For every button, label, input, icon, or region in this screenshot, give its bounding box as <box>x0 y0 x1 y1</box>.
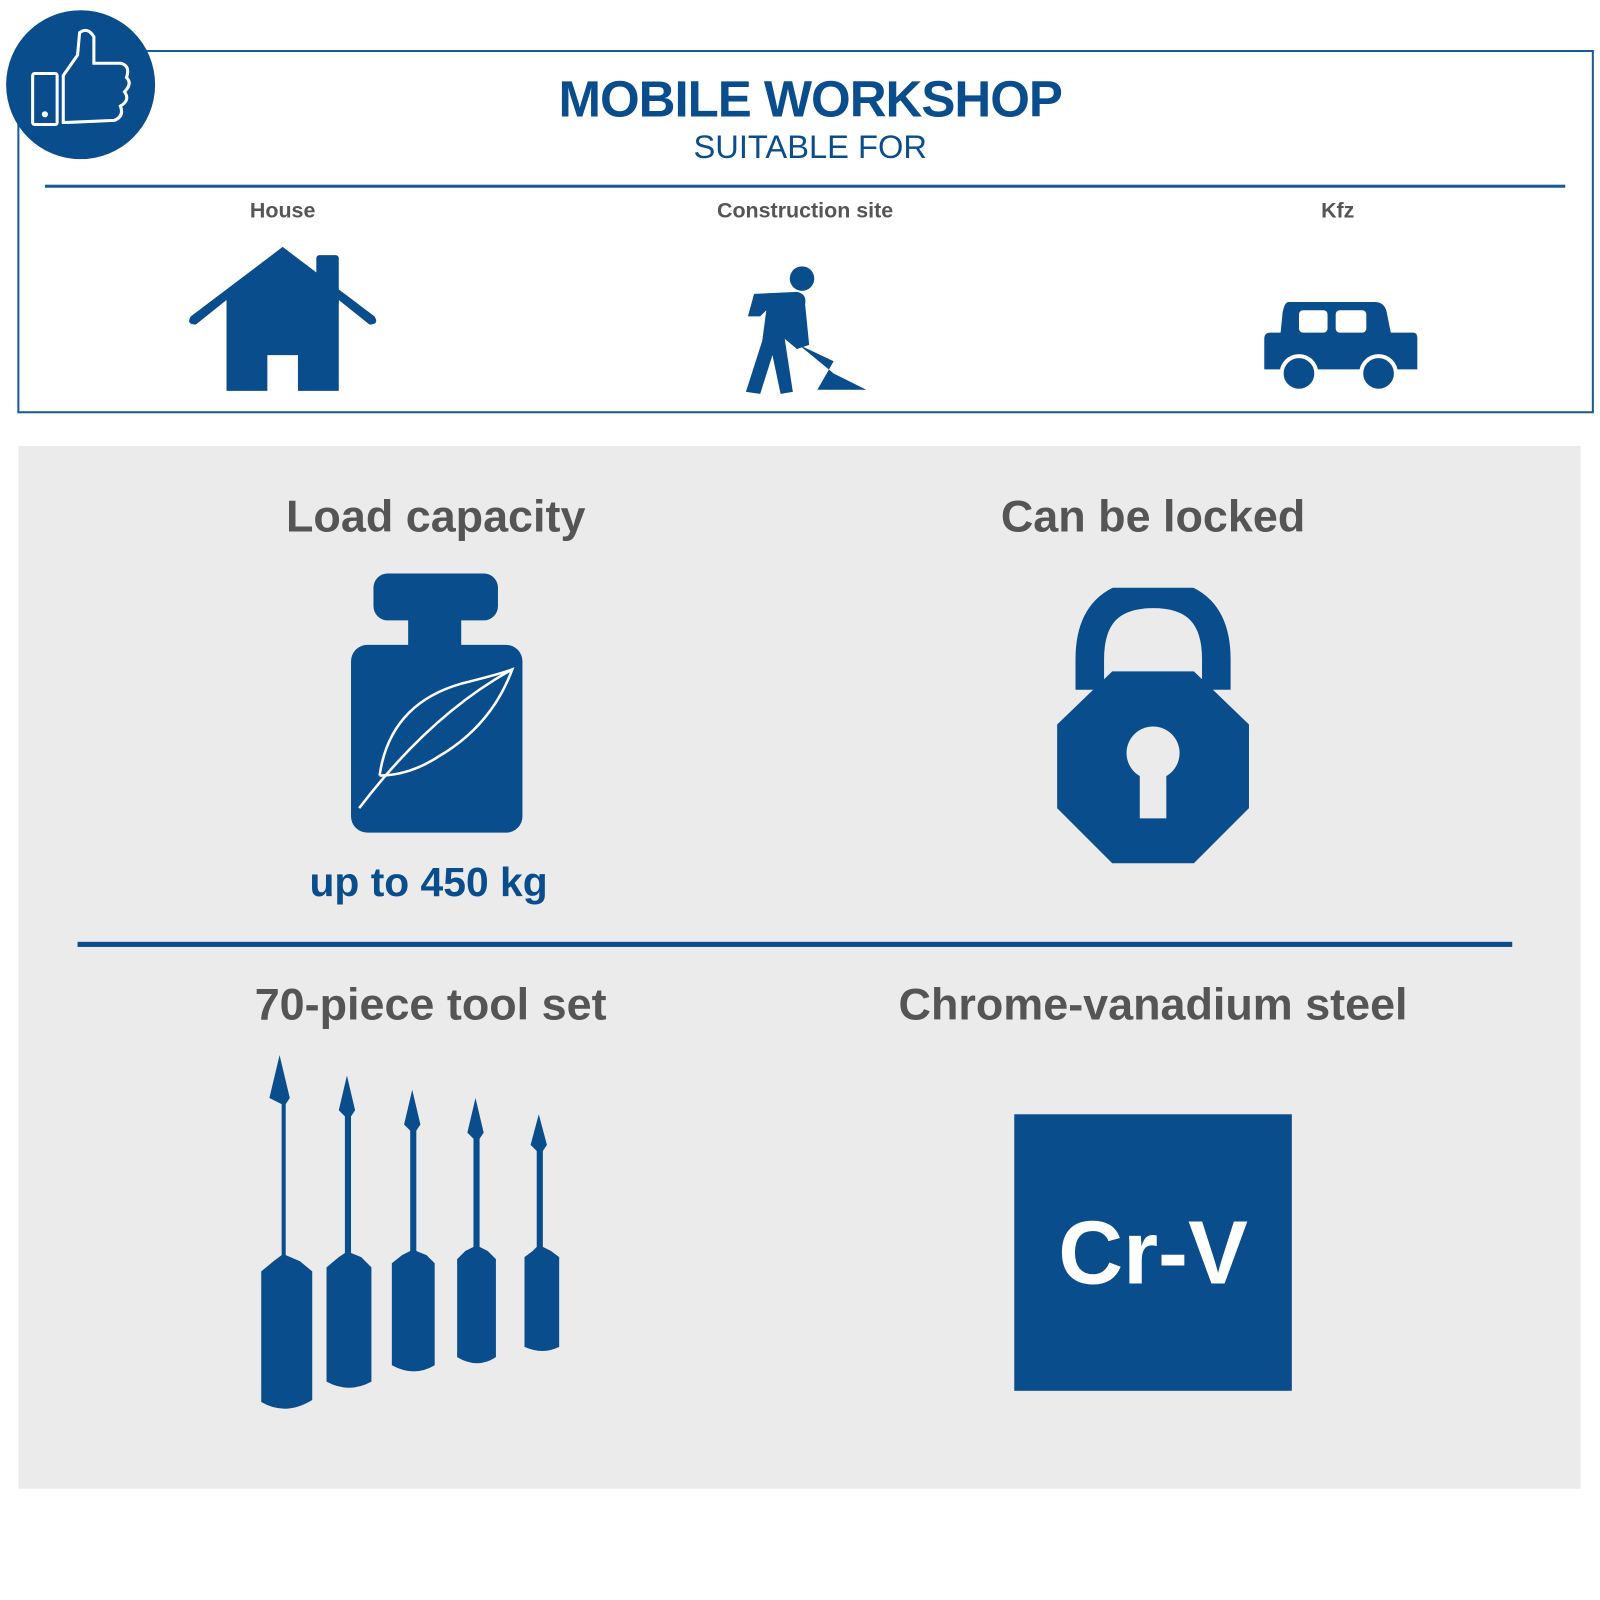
category-label-construction: Construction site <box>716 198 894 223</box>
screwdrivers-icon <box>261 1055 560 1409</box>
suitable-for-box <box>17 49 1594 414</box>
feature-title-load: Load capacity <box>285 491 586 542</box>
thumbs-up-icon <box>31 28 131 127</box>
divider <box>44 184 1566 188</box>
car-icon <box>1264 302 1418 393</box>
divider <box>77 941 1513 947</box>
load-capacity-value: up to 450 kg <box>309 860 548 906</box>
crv-badge: Cr-V <box>1014 1114 1292 1391</box>
weight-feather-icon <box>351 573 523 833</box>
padlock-icon <box>1057 587 1249 864</box>
category-label-house: House <box>249 198 316 223</box>
page-subtitle: SUITABLE FOR <box>693 128 927 166</box>
feature-title-lock: Can be locked <box>1000 491 1306 542</box>
house-icon <box>189 246 377 391</box>
feature-title-tools: 70-piece tool set <box>254 979 607 1030</box>
worker-shovel-icon <box>745 266 867 394</box>
features-panel <box>18 445 1581 1489</box>
thumbs-up-badge <box>6 10 156 160</box>
page-title: MOBILE WORKSHOP <box>558 70 1062 128</box>
feature-title-steel: Chrome-vanadium steel <box>898 979 1408 1030</box>
category-label-kfz: Kfz <box>1321 198 1355 223</box>
